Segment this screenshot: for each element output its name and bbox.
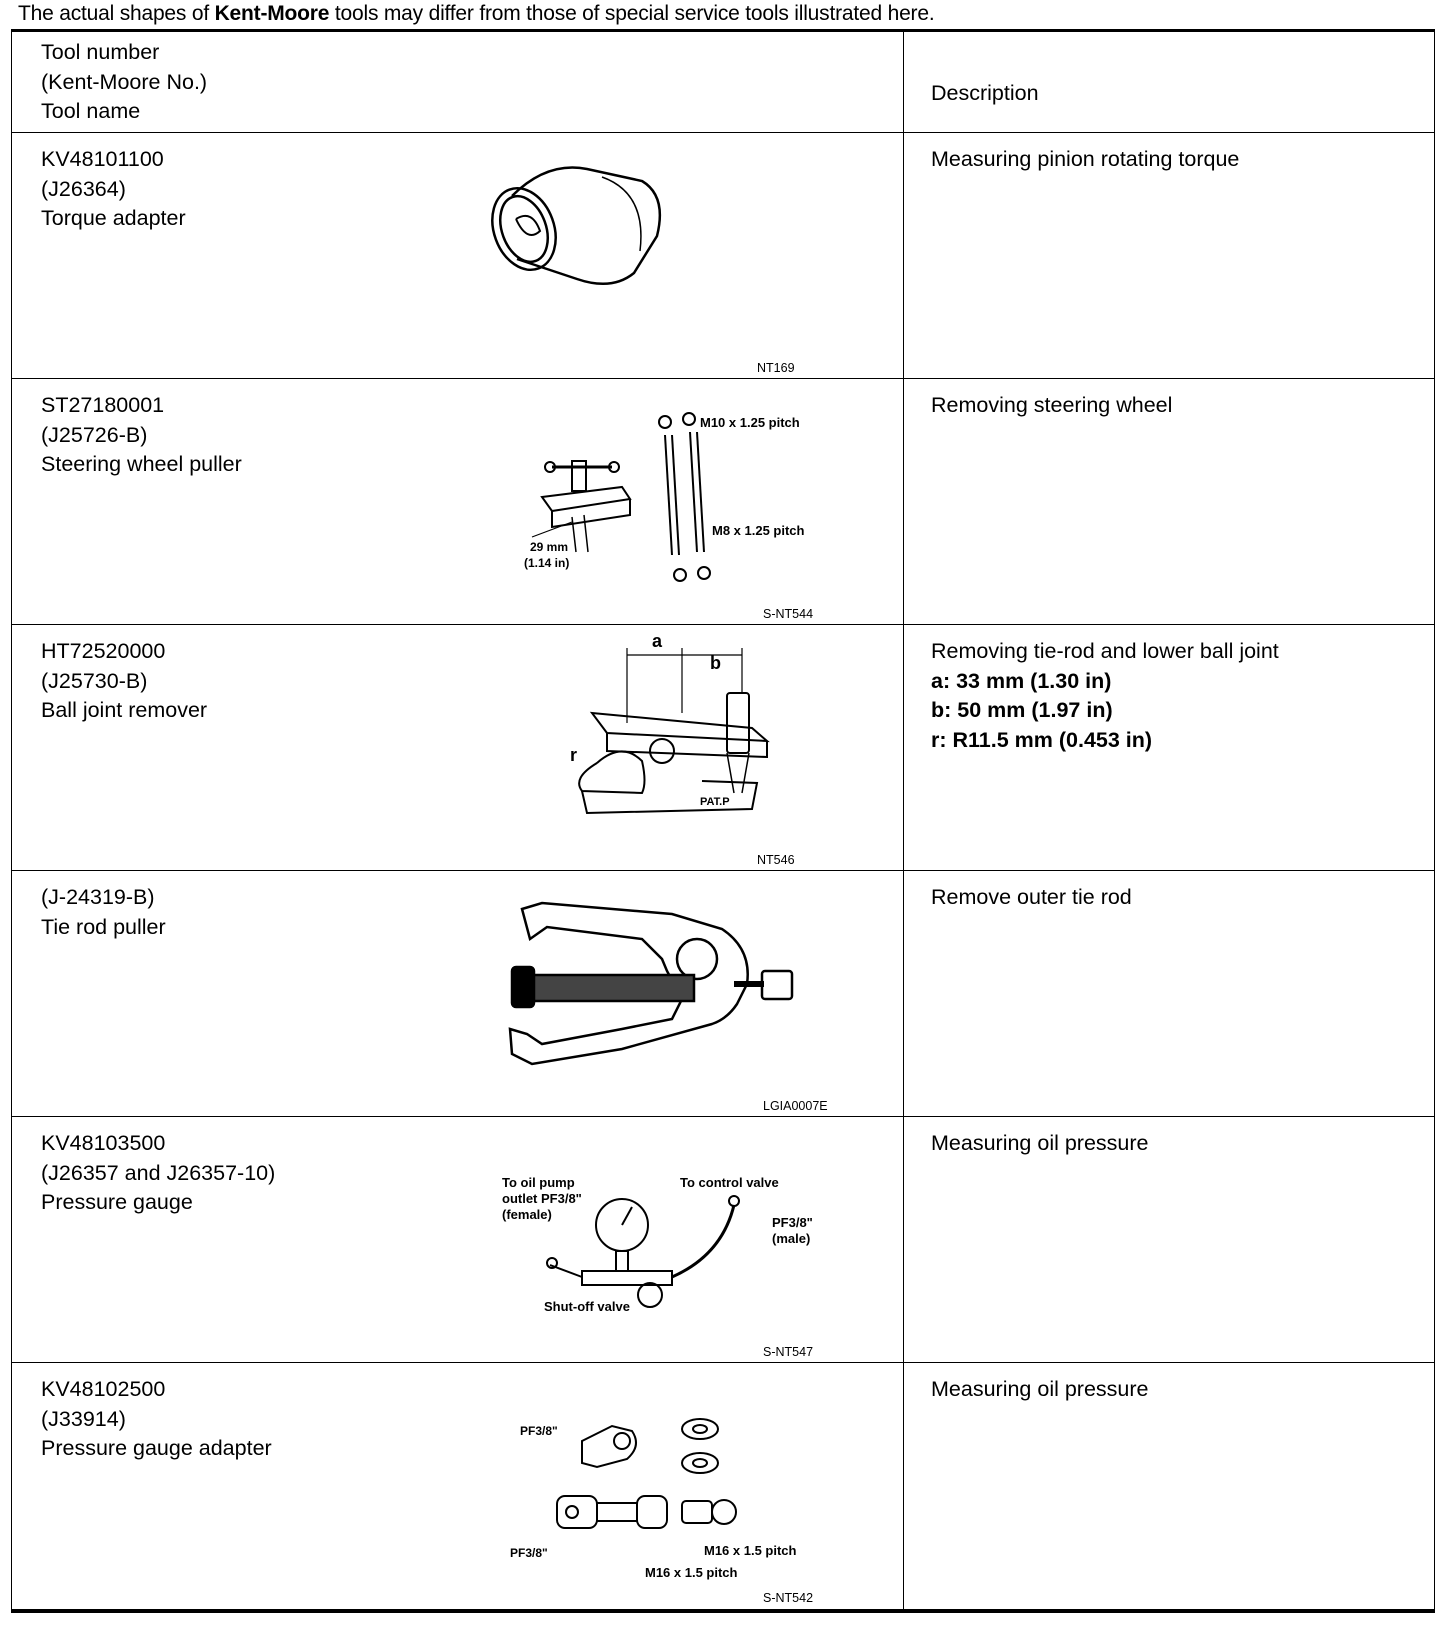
header-description: Description xyxy=(931,81,1039,105)
label-m16-upper: M16 x 1.5 pitch xyxy=(704,1543,797,1558)
label-to-control-valve: To control valve xyxy=(680,1175,779,1190)
kent-moore-number: (J-24319-B) xyxy=(41,885,155,909)
tool-header-cell: Tool number (Kent-Moore No.) Tool name xyxy=(11,32,904,132)
description-cell: Removing tie-rod and lower ball joint a:… xyxy=(904,625,1435,870)
figure-code: LGIA0007E xyxy=(763,1099,828,1113)
patent-label: PAT.P xyxy=(700,796,730,808)
label-pf-male: PF3/8" xyxy=(772,1215,813,1230)
figure-code: S-NT544 xyxy=(763,607,814,621)
tool-description: Measuring oil pressure xyxy=(931,1131,1149,1155)
description-cell: Measuring oil pressure xyxy=(904,1363,1435,1609)
label-pf-lower: PF3/8" xyxy=(510,1546,548,1560)
dimension-label-b: b xyxy=(710,653,721,673)
label-to-oil-pump: To oil pump xyxy=(502,1175,575,1190)
tool-cell: KV48103500 (J26357 and J26357-10) Pressu… xyxy=(11,1117,904,1362)
pressure-gauge-illustration: To oil pump outlet PF3/8" (female) To co… xyxy=(472,1125,872,1335)
spec-r: r: R11.5 mm (0.453 in) xyxy=(931,727,1153,752)
tool-name: Tie rod puller xyxy=(41,914,166,939)
tool-description: Measuring pinion rotating torque xyxy=(931,147,1240,171)
tool-name: Steering wheel puller xyxy=(41,452,242,476)
kent-moore-number: (J33914) xyxy=(41,1406,126,1431)
spec-b: b: 50 mm (1.97 in) xyxy=(931,698,1113,722)
tool-number: ST27180001 xyxy=(41,393,165,417)
description-cell: Remove outer tie rod xyxy=(904,871,1435,1116)
header-kent-moore-number: (Kent-Moore No.) xyxy=(41,69,208,94)
tool-number: HT72520000 xyxy=(41,639,166,663)
description-cell: Measuring pinion rotating torque xyxy=(904,133,1435,378)
figure-code: NT169 xyxy=(757,361,795,375)
label-m16-lower: M16 x 1.5 pitch xyxy=(645,1565,738,1580)
tool-row-steering-wheel-puller: ST27180001 (J25726-B) Steering wheel pul… xyxy=(11,379,1435,625)
kent-moore-number: (J25730-B) xyxy=(41,668,148,693)
tool-number: KV48102500 xyxy=(41,1377,166,1401)
spec-a: a: 33 mm (1.30 in) xyxy=(931,668,1112,693)
figure-code: NT546 xyxy=(757,853,795,867)
label-female: (female) xyxy=(502,1207,552,1222)
label-shut-off-valve: Shut-off valve xyxy=(544,1299,630,1314)
tool-cell: (J-24319-B) Tie rod puller LGIA0007E xyxy=(11,871,904,1116)
tool-row-torque-adapter: KV48101100 (J26364) Torque adapter NT169… xyxy=(11,133,1435,379)
steering-wheel-puller-illustration: M10 x 1.25 pitch M8 x 1.25 pitch 29 mm (… xyxy=(472,387,872,597)
tool-cell: ST27180001 (J25726-B) Steering wheel pul… xyxy=(11,379,904,624)
tool-name: Ball joint remover xyxy=(41,698,208,722)
tool-name: Pressure gauge adapter xyxy=(41,1436,272,1460)
tie-rod-puller-illustration xyxy=(472,879,872,1089)
tool-number: KV48103500 xyxy=(41,1131,166,1155)
tool-name: Pressure gauge xyxy=(41,1190,193,1214)
tool-cell: HT72520000 (J25730-B) Ball joint remover xyxy=(11,625,904,870)
figure-code: S-NT542 xyxy=(763,1591,814,1605)
description-cell: Removing steering wheel xyxy=(904,379,1435,624)
dimension-label-mm: 29 mm xyxy=(530,540,568,554)
dimension-label-in: (1.14 in) xyxy=(524,556,569,570)
header-tool-name: Tool name xyxy=(41,99,141,123)
tool-description: Removing steering wheel xyxy=(931,393,1173,417)
kent-moore-number: (J25726-B) xyxy=(41,422,148,447)
thread-label-m8: M8 x 1.25 pitch xyxy=(712,523,805,538)
dimension-label-a: a xyxy=(652,633,663,651)
tool-description: Remove outer tie rod xyxy=(931,885,1132,909)
pressure-gauge-adapter-illustration: PF3/8" PF3/8" M16 x 1.5 pitch M16 x 1.5 … xyxy=(472,1371,872,1581)
tool-description: Measuring oil pressure xyxy=(931,1377,1149,1401)
tool-row-pressure-gauge: KV48103500 (J26357 and J26357-10) Pressu… xyxy=(11,1117,1435,1363)
tool-number: KV48101100 xyxy=(41,147,164,171)
special-service-tools-table: Tool number (Kent-Moore No.) Tool name D… xyxy=(11,29,1435,1613)
header-tool-number: Tool number xyxy=(41,40,160,64)
tool-description: Removing tie-rod and lower ball joint xyxy=(931,639,1279,663)
description-header-cell: Description xyxy=(904,32,1435,132)
description-cell: Measuring oil pressure xyxy=(904,1117,1435,1362)
tool-row-pressure-gauge-adapter: KV48102500 (J33914) Pressure gauge adapt… xyxy=(11,1363,1435,1609)
kent-moore-number: (J26357 and J26357-10) xyxy=(41,1160,276,1185)
figure-code: S-NT547 xyxy=(763,1345,814,1359)
kent-moore-number: (J26364) xyxy=(41,176,126,201)
dimension-label-r: r xyxy=(570,745,577,765)
tool-cell: KV48101100 (J26364) Torque adapter NT169 xyxy=(11,133,904,378)
tool-row-tie-rod-puller: (J-24319-B) Tie rod puller LGIA0007E Rem… xyxy=(11,871,1435,1117)
tool-row-ball-joint-remover: HT72520000 (J25730-B) Ball joint remover xyxy=(11,625,1435,871)
thread-label-m10: M10 x 1.25 pitch xyxy=(700,415,800,430)
label-outlet: outlet PF3/8" xyxy=(502,1191,582,1206)
tool-cell: KV48102500 (J33914) Pressure gauge adapt… xyxy=(11,1363,904,1609)
ball-joint-remover-illustration: a b r PAT.P xyxy=(472,633,872,843)
torque-adapter-illustration xyxy=(472,141,872,351)
label-pf-upper: PF3/8" xyxy=(520,1424,558,1438)
label-male: (male) xyxy=(772,1231,810,1246)
table-header-row: Tool number (Kent-Moore No.) Tool name D… xyxy=(11,32,1435,133)
tool-name: Torque adapter xyxy=(41,206,186,230)
tool-shape-notice: The actual shapes of Kent-Moore tools ma… xyxy=(18,2,935,25)
